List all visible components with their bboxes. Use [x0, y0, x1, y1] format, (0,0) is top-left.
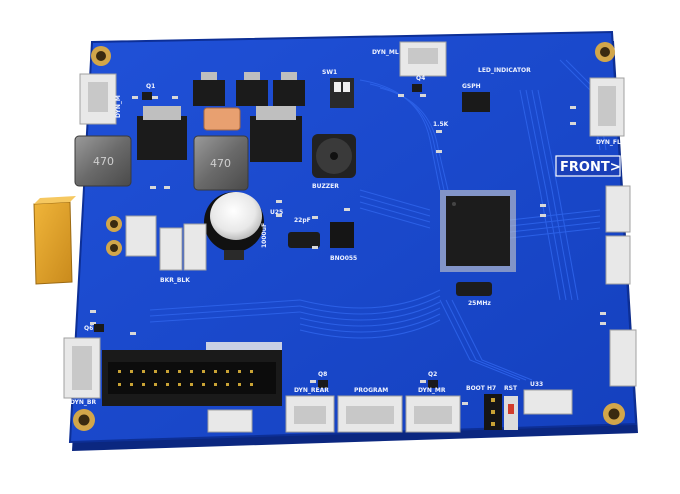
label-dyn-m: DYN_M — [115, 95, 122, 118]
bulk-capacitor — [204, 192, 264, 260]
regulators — [137, 72, 305, 162]
label-q4: Q4 — [416, 75, 425, 82]
label-dyn-br: DYN_BR — [70, 399, 96, 406]
dip-switch — [330, 78, 354, 108]
connector-holes — [72, 48, 616, 424]
imu-chip — [330, 222, 354, 248]
label-22pf: 22pF — [294, 217, 311, 224]
label-q6: Q6 — [84, 325, 93, 332]
label-q1: Q1 — [146, 83, 155, 90]
crystal-small — [288, 232, 320, 248]
label-rst: RST — [504, 385, 518, 392]
idc-header — [102, 342, 282, 406]
cap-1000uf-label: 1000uF — [261, 223, 268, 248]
label-dyn-mr: DYN_MR — [418, 387, 446, 394]
buzzer-label: BUZZER — [312, 183, 339, 190]
crystal-25mhz — [456, 282, 492, 296]
buzzer — [312, 134, 356, 178]
label-dyn-fl: DYN_FL — [596, 139, 621, 146]
inductor-2-label: 470 — [210, 157, 231, 170]
sw-label: SW1 — [322, 69, 337, 76]
label-program: PROGRAM — [354, 387, 388, 394]
crystal-label: 25MHz — [468, 300, 491, 307]
trace-fields — [149, 59, 607, 381]
power-terminal — [33, 196, 76, 285]
label-dyn-rear: DYN_REAR — [294, 387, 329, 394]
front-label: FRONT> — [560, 160, 621, 175]
label-u25: U25 — [270, 209, 283, 216]
small-ic — [462, 92, 490, 112]
mounting-holes — [73, 42, 625, 431]
inductor-2: 470 — [193, 135, 249, 191]
inductor-1-label: 470 — [93, 155, 114, 168]
gsph-label: GSPH — [462, 83, 481, 90]
label-dyn-ml: DYN_ML — [372, 49, 399, 56]
inductor-1: 470 — [74, 135, 132, 187]
front-marker: FRONT> — [555, 155, 621, 177]
label-1k5: 1.5K — [433, 121, 449, 128]
passives — [90, 94, 606, 405]
fuse — [203, 107, 241, 131]
led-indicator-label: LED_INDICATOR — [478, 67, 531, 74]
label-u33: U33 — [530, 381, 543, 388]
label-bkr-blk: BKR_BLK — [160, 277, 190, 284]
bno-label: BNO055 — [330, 255, 357, 262]
label-q8: Q8 — [318, 371, 327, 378]
boot-header — [484, 394, 502, 430]
transistors — [94, 84, 438, 388]
label-q2: Q2 — [428, 371, 437, 378]
mcu — [440, 190, 516, 272]
label-boot: BOOT H7 — [466, 385, 496, 392]
